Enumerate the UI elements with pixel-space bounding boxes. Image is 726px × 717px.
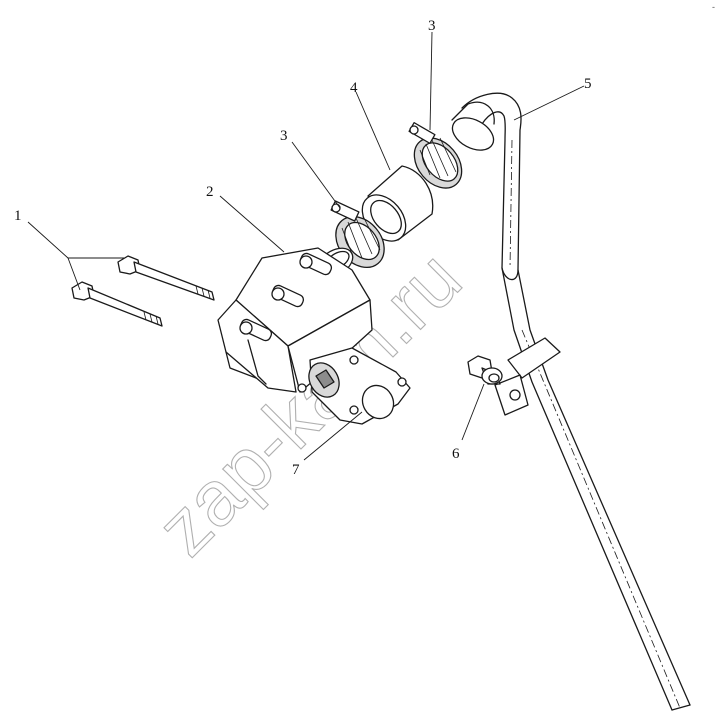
- part-3-clamp-upper: [408, 122, 463, 189]
- callout-3-lower: 3: [280, 128, 288, 144]
- part-1-bolts: [71, 255, 215, 327]
- corner-mark: -: [712, 2, 715, 12]
- part-5-tube: [451, 92, 691, 711]
- callout-5: 5: [584, 76, 592, 92]
- callout-7: 7: [292, 462, 300, 478]
- part-7-gasket: [297, 347, 411, 425]
- callout-leaders: [27, 31, 585, 461]
- callout-labels: 1 2 3 3 4 5 6 7: [14, 18, 592, 478]
- callout-1: 1: [14, 208, 22, 224]
- callout-4: 4: [350, 80, 358, 96]
- housing-bosses: [239, 252, 333, 342]
- part-2-housing: [217, 247, 373, 393]
- callout-6: 6: [452, 446, 460, 462]
- callout-3-upper: 3: [428, 18, 436, 34]
- part-6-bolt: [467, 355, 503, 385]
- callout-2: 2: [206, 184, 214, 200]
